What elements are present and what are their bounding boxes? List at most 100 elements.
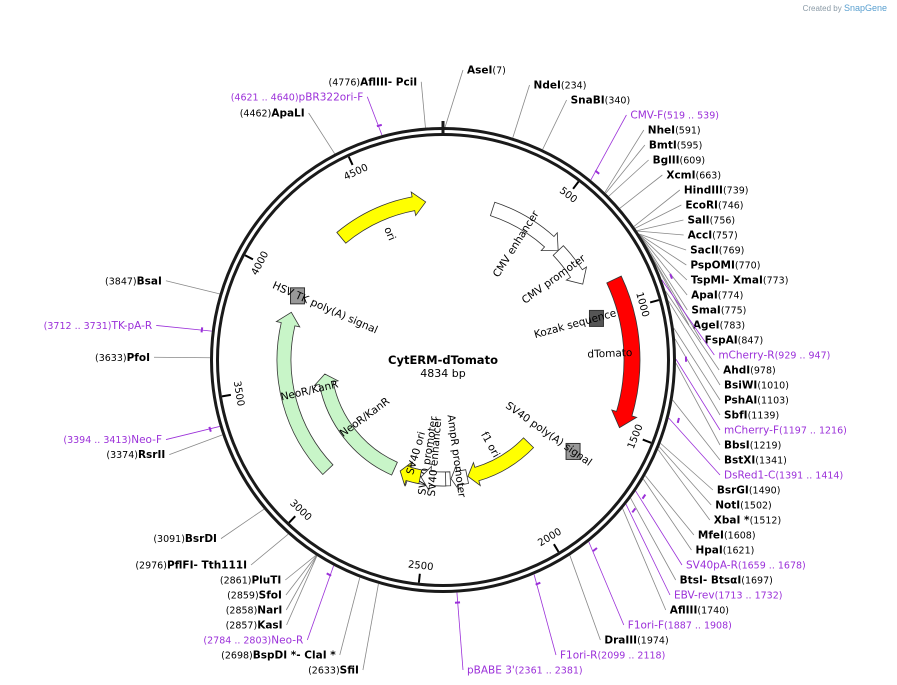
site-label-pluti[interactable]: (2861)PluTI xyxy=(220,575,281,587)
site-label-draiii[interactable]: DraIII(1974) xyxy=(604,635,668,647)
site-label-pflfi[interactable]: (2976)PflFI- Tth111I xyxy=(135,560,247,572)
site-label-part: pBABE 3' xyxy=(467,665,515,677)
site-label-bglii[interactable]: BglII(609) xyxy=(653,155,705,167)
site-label-sbfi[interactable]: SbfI(1139) xyxy=(724,410,779,422)
site-label-acci[interactable]: AccI(757) xyxy=(688,230,738,242)
site-label-part: (2698) xyxy=(221,651,253,662)
site-label-bsrdi[interactable]: (3091)BsrDI xyxy=(153,533,217,545)
site-label-smai[interactable]: SmaI(775) xyxy=(691,305,746,317)
site-label-noti[interactable]: NotI(1502) xyxy=(715,500,772,512)
site-label-fspai[interactable]: FspAI(847) xyxy=(705,335,764,347)
site-label-neo-r[interactable]: (2784 .. 2803)Neo-R xyxy=(203,635,303,647)
site-label-part: - BtsαI xyxy=(703,575,741,587)
site-label-ebv-rev[interactable]: EBV-rev(1713 .. 1732) xyxy=(674,590,783,602)
site-label-bsrgi[interactable]: BsrGI(1490) xyxy=(717,485,781,497)
site-label-f1ori-f[interactable]: F1ori-F(1887 .. 1908) xyxy=(628,620,732,632)
site-label-pshai[interactable]: PshAI(1103) xyxy=(724,395,789,407)
site-label-part: AgeI xyxy=(693,320,720,332)
site-leader-line xyxy=(165,426,220,440)
site-label-part: SalI xyxy=(687,215,709,227)
site-label-rsrii[interactable]: (3374)RsrII xyxy=(106,449,165,461)
site-label-sacii[interactable]: SacII(769) xyxy=(690,245,744,257)
site-label-btsi[interactable]: BtsI- BtsαI(1697) xyxy=(680,575,773,587)
site-label-part: (2784 .. 2803) xyxy=(203,636,271,647)
site-label-bstxi[interactable]: BstXI(1341) xyxy=(724,455,787,467)
site-label-part: - PciI xyxy=(388,76,417,88)
site-label-hpai[interactable]: HpaI(1621) xyxy=(695,545,754,557)
site-label-afliii[interactable]: AflIII(1740) xyxy=(670,605,729,617)
site-label-ahdi[interactable]: AhdI(978) xyxy=(723,365,776,377)
site-label-sali[interactable]: SalI(756) xyxy=(687,215,735,227)
site-label-dsred1-c[interactable]: DsRed1-C(1391 .. 1414) xyxy=(724,470,843,482)
site-leader-line xyxy=(608,159,649,197)
site-label-tk-pa-r[interactable]: (3712 .. 3731)TK-pA-R xyxy=(44,320,153,332)
site-label-sfii[interactable]: (2633)SfiI xyxy=(308,665,359,677)
site-label-part: SacII xyxy=(690,245,719,257)
site-label-f1ori-r[interactable]: F1ori-R(2099 .. 2118) xyxy=(560,650,665,662)
site-label-sv40pa-r[interactable]: SV40pA-R(1659 .. 1678) xyxy=(686,560,806,572)
site-label-part: PshAI xyxy=(724,395,757,407)
site-label-part: (1974) xyxy=(637,636,669,647)
site-label-snabi[interactable]: SnaBI(340) xyxy=(571,95,631,107)
site-label-bsiwi[interactable]: BsiWI(1010) xyxy=(724,380,789,392)
site-leader-line xyxy=(220,508,265,539)
site-label-pbr322ori-f[interactable]: (4621 .. 4640)pBR322ori-F xyxy=(231,91,364,103)
site-label-sfoi[interactable]: (2859)SfoI xyxy=(227,590,282,602)
site-leader-line xyxy=(638,233,687,251)
site-label-part: (2633) xyxy=(308,666,340,677)
site-label-bbsi[interactable]: BbsI(1219) xyxy=(724,440,781,452)
site-label-nari[interactable]: (2858)NarI xyxy=(226,605,283,617)
site-leader-line xyxy=(660,443,714,491)
primer-mark-mcherry-r xyxy=(669,273,673,280)
feature-cmv-promoter xyxy=(552,245,588,285)
site-label-part: (1490) xyxy=(749,486,781,497)
site-label-part: PspOMI xyxy=(690,260,735,272)
site-label-part: PfoI xyxy=(127,352,150,364)
primer-mark-tk-pa-r xyxy=(200,327,204,333)
site-label-pfoi[interactable]: (3633)PfoI xyxy=(95,352,150,364)
site-label-tspmi[interactable]: TspMI- XmaI(773) xyxy=(691,275,788,287)
site-leader-line xyxy=(605,144,646,194)
site-label-part: (1341) xyxy=(755,456,787,467)
site-label-part: (234) xyxy=(561,81,587,92)
site-label-mcherry-f[interactable]: mCherry-F(1197 .. 1216) xyxy=(724,425,847,437)
site-label-agei[interactable]: AgeI(783) xyxy=(693,320,745,332)
site-label-nhei[interactable]: NheI(591) xyxy=(648,125,701,137)
site-label-asei[interactable]: AseI(7) xyxy=(467,65,506,77)
site-label-apali[interactable]: (4462)ApaLI xyxy=(240,107,305,119)
site-leader-line xyxy=(639,234,688,281)
site-label-kasi[interactable]: (2857)KasI xyxy=(226,620,283,632)
site-label-afliii[interactable]: (4776)AflIII- PciI xyxy=(329,76,418,88)
site-leader-line xyxy=(674,338,721,416)
site-leader-line xyxy=(165,280,220,295)
site-label-ecori[interactable]: EcoRI(746) xyxy=(685,200,743,212)
feature-label-kozak-sequence: Kozak sequence xyxy=(533,307,618,341)
site-label-bspdi[interactable]: (2698)BspDI *- ClaI * xyxy=(221,650,336,662)
site-label-pspomi[interactable]: PspOMI(770) xyxy=(690,260,760,272)
site-label-hindiii[interactable]: HindIII(739) xyxy=(684,185,749,197)
site-label-xbai[interactable]: XbaI *(1512) xyxy=(714,515,781,527)
site-label-mfei[interactable]: MfeI(1608) xyxy=(698,530,756,542)
site-label-bmti[interactable]: BmtI(595) xyxy=(649,140,702,152)
site-label-part: (775) xyxy=(721,306,747,317)
site-label-ndei[interactable]: NdeI(234) xyxy=(534,80,587,92)
site-label-xcmi[interactable]: XcmI(663) xyxy=(666,170,721,182)
site-label-neo-f[interactable]: (3394 .. 3413)Neo-F xyxy=(63,434,162,446)
site-leader-line xyxy=(635,490,683,566)
feature-dtomato xyxy=(606,275,641,429)
tick-mark xyxy=(288,515,296,524)
site-label-part: BstXI xyxy=(724,455,755,467)
site-leader-line xyxy=(569,555,601,641)
site-leader-line xyxy=(634,204,682,229)
site-label-mcherry-r[interactable]: mCherry-R(929 .. 947) xyxy=(718,350,830,362)
site-leader-line xyxy=(366,96,383,136)
site-label-part: PluTI xyxy=(251,575,281,587)
site-label-cmv-f[interactable]: CMV-F(519 .. 539) xyxy=(630,110,719,122)
site-label-pbabe-3[interactable]: pBABE 3'(2361 .. 2381) xyxy=(467,665,583,677)
primer-mark-ebv-rev xyxy=(631,507,637,514)
site-label-apai[interactable]: ApaI(774) xyxy=(691,290,743,302)
site-label-part: (3847) xyxy=(105,276,137,287)
site-leader-line xyxy=(362,583,379,671)
site-label-bsai[interactable]: (3847)BsaI xyxy=(105,275,162,287)
